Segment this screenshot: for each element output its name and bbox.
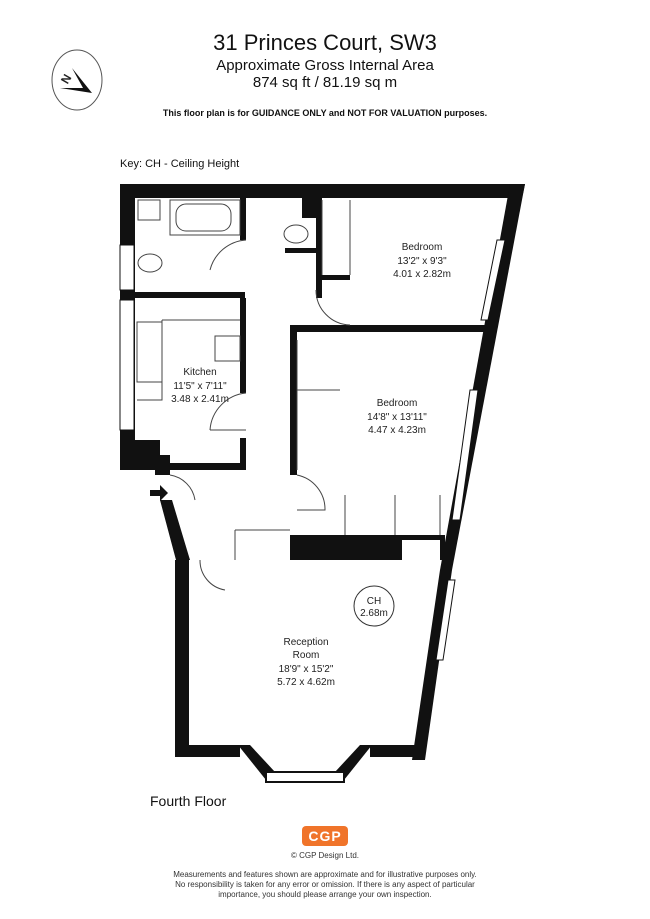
svg-text:14'8" x 13'11": 14'8" x 13'11" (367, 412, 427, 423)
cgp-logo: CGP (302, 826, 348, 846)
toilet-icon (283, 224, 309, 244)
svg-text:Room: Room (293, 650, 320, 661)
footer-note-2: No responsibility is taken for any error… (175, 880, 475, 889)
area-value: 874 sq ft / 81.19 sq m (252, 74, 398, 91)
svg-text:13'2" x 9'3": 13'2" x 9'3" (397, 256, 447, 267)
floor-label: Fourth Floor (150, 793, 227, 809)
svg-text:4.01 x 2.82m: 4.01 x 2.82m (393, 269, 451, 280)
compass-icon: N (51, 49, 103, 111)
svg-text:5.72 x 4.62m: 5.72 x 4.62m (277, 677, 335, 688)
svg-text:Bedroom: Bedroom (402, 242, 443, 253)
ceiling-height-marker: CH 2.68m (353, 585, 395, 627)
svg-text:Kitchen: Kitchen (183, 367, 216, 378)
svg-text:4.47 x 4.23m: 4.47 x 4.23m (368, 425, 426, 436)
property-title: 31 Princes Court, SW3 (213, 30, 437, 55)
door-reception (199, 559, 226, 591)
bath-icon (169, 199, 241, 236)
sink-icon (136, 321, 163, 383)
svg-text:11'5" x 7'11": 11'5" x 7'11" (173, 381, 227, 392)
room-label-reception: Reception Room 18'9" x 15'2" 5.72 x 4.62… (277, 637, 335, 688)
hob-icon (214, 335, 241, 362)
room-label-bedroom-1: Bedroom 13'2" x 9'3" 4.01 x 2.82m (393, 242, 451, 280)
svg-text:Bedroom: Bedroom (377, 398, 418, 409)
footer-note-3: importance, you should please arrange yo… (218, 890, 432, 899)
svg-text:Reception: Reception (283, 637, 328, 648)
key-label: Key: CH - Ceiling Height (120, 158, 240, 170)
door-bedroom2 (296, 474, 326, 511)
door-bathroom (209, 239, 247, 271)
svg-text:2.68m: 2.68m (360, 608, 388, 619)
door-kitchen (209, 392, 247, 431)
windows (119, 239, 506, 661)
svg-text:18'9" x 15'2": 18'9" x 15'2" (279, 664, 334, 675)
svg-text:CH: CH (367, 596, 381, 607)
door-entrance (169, 474, 196, 501)
toilet-icon (137, 253, 163, 273)
copyright: © CGP Design Ltd. (291, 851, 359, 860)
room-label-kitchen: Kitchen 11'5" x 7'11" 3.48 x 2.41m (171, 367, 229, 405)
entrance-arrow-icon (150, 485, 168, 501)
disclaimer: This floor plan is for GUIDANCE ONLY and… (162, 108, 488, 118)
fixtures (136, 199, 441, 591)
door-bedroom1 (315, 289, 351, 326)
basin-icon (137, 199, 161, 221)
svg-text:3.48 x 2.41m: 3.48 x 2.41m (171, 394, 229, 405)
area-heading: Approximate Gross Internal Area (216, 57, 434, 74)
room-label-bedroom-2: Bedroom 14'8" x 13'11" 4.47 x 4.23m (367, 398, 427, 436)
footer-note-1: Measurements and features shown are appr… (173, 870, 477, 879)
